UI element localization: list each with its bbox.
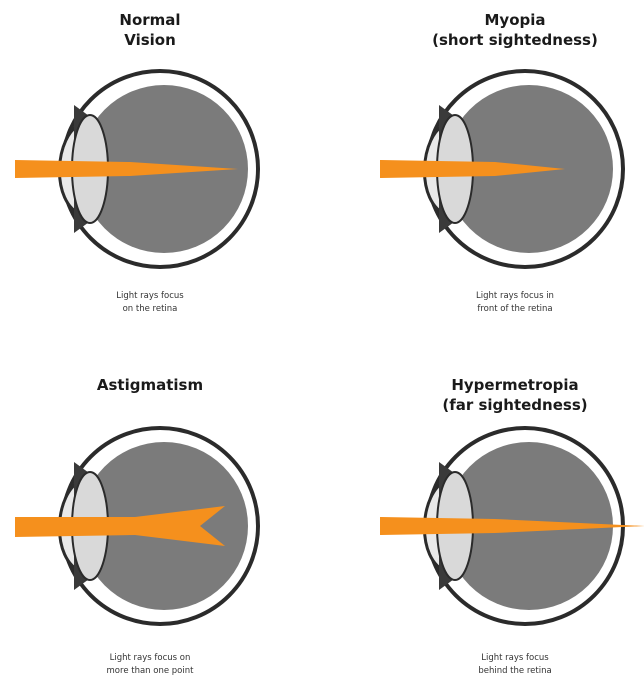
caption-line: behind the retina xyxy=(395,665,635,678)
eye-illustration-hypermetropia xyxy=(405,422,644,642)
title-line: (far sightedness) xyxy=(385,395,644,415)
title-line: Myopia xyxy=(385,10,644,30)
panel-title-myopia: Myopia (short sightedness) xyxy=(385,10,644,50)
panel-title-normal: Normal Vision xyxy=(20,10,280,50)
title-line: Hypermetropia xyxy=(385,375,644,395)
title-line: Vision xyxy=(20,30,280,50)
panel-caption-hypermetropia: Light rays focus behind the retina xyxy=(395,652,635,678)
title-line: Astigmatism xyxy=(20,375,280,395)
eye-illustration-myopia xyxy=(405,65,644,285)
panel-title-astigmatism: Astigmatism xyxy=(20,375,280,395)
caption-line: Light rays focus in xyxy=(395,290,635,303)
eye-illustration-astigmatism xyxy=(40,422,280,642)
caption-line: on the retina xyxy=(30,303,270,316)
panel-caption-astigmatism: Light rays focus on more than one point xyxy=(30,652,270,678)
caption-line: Light rays focus xyxy=(395,652,635,665)
caption-line: Light rays focus xyxy=(30,290,270,303)
panel-caption-myopia: Light rays focus in front of the retina xyxy=(395,290,635,316)
caption-line: front of the retina xyxy=(395,303,635,316)
caption-line: Light rays focus on xyxy=(30,652,270,665)
panel-title-hypermetropia: Hypermetropia (far sightedness) xyxy=(385,375,644,415)
panel-caption-normal: Light rays focus on the retina xyxy=(30,290,270,316)
title-line: (short sightedness) xyxy=(385,30,644,50)
caption-line: more than one point xyxy=(30,665,270,678)
title-line: Normal xyxy=(20,10,280,30)
eye-illustration-normal xyxy=(40,65,280,285)
